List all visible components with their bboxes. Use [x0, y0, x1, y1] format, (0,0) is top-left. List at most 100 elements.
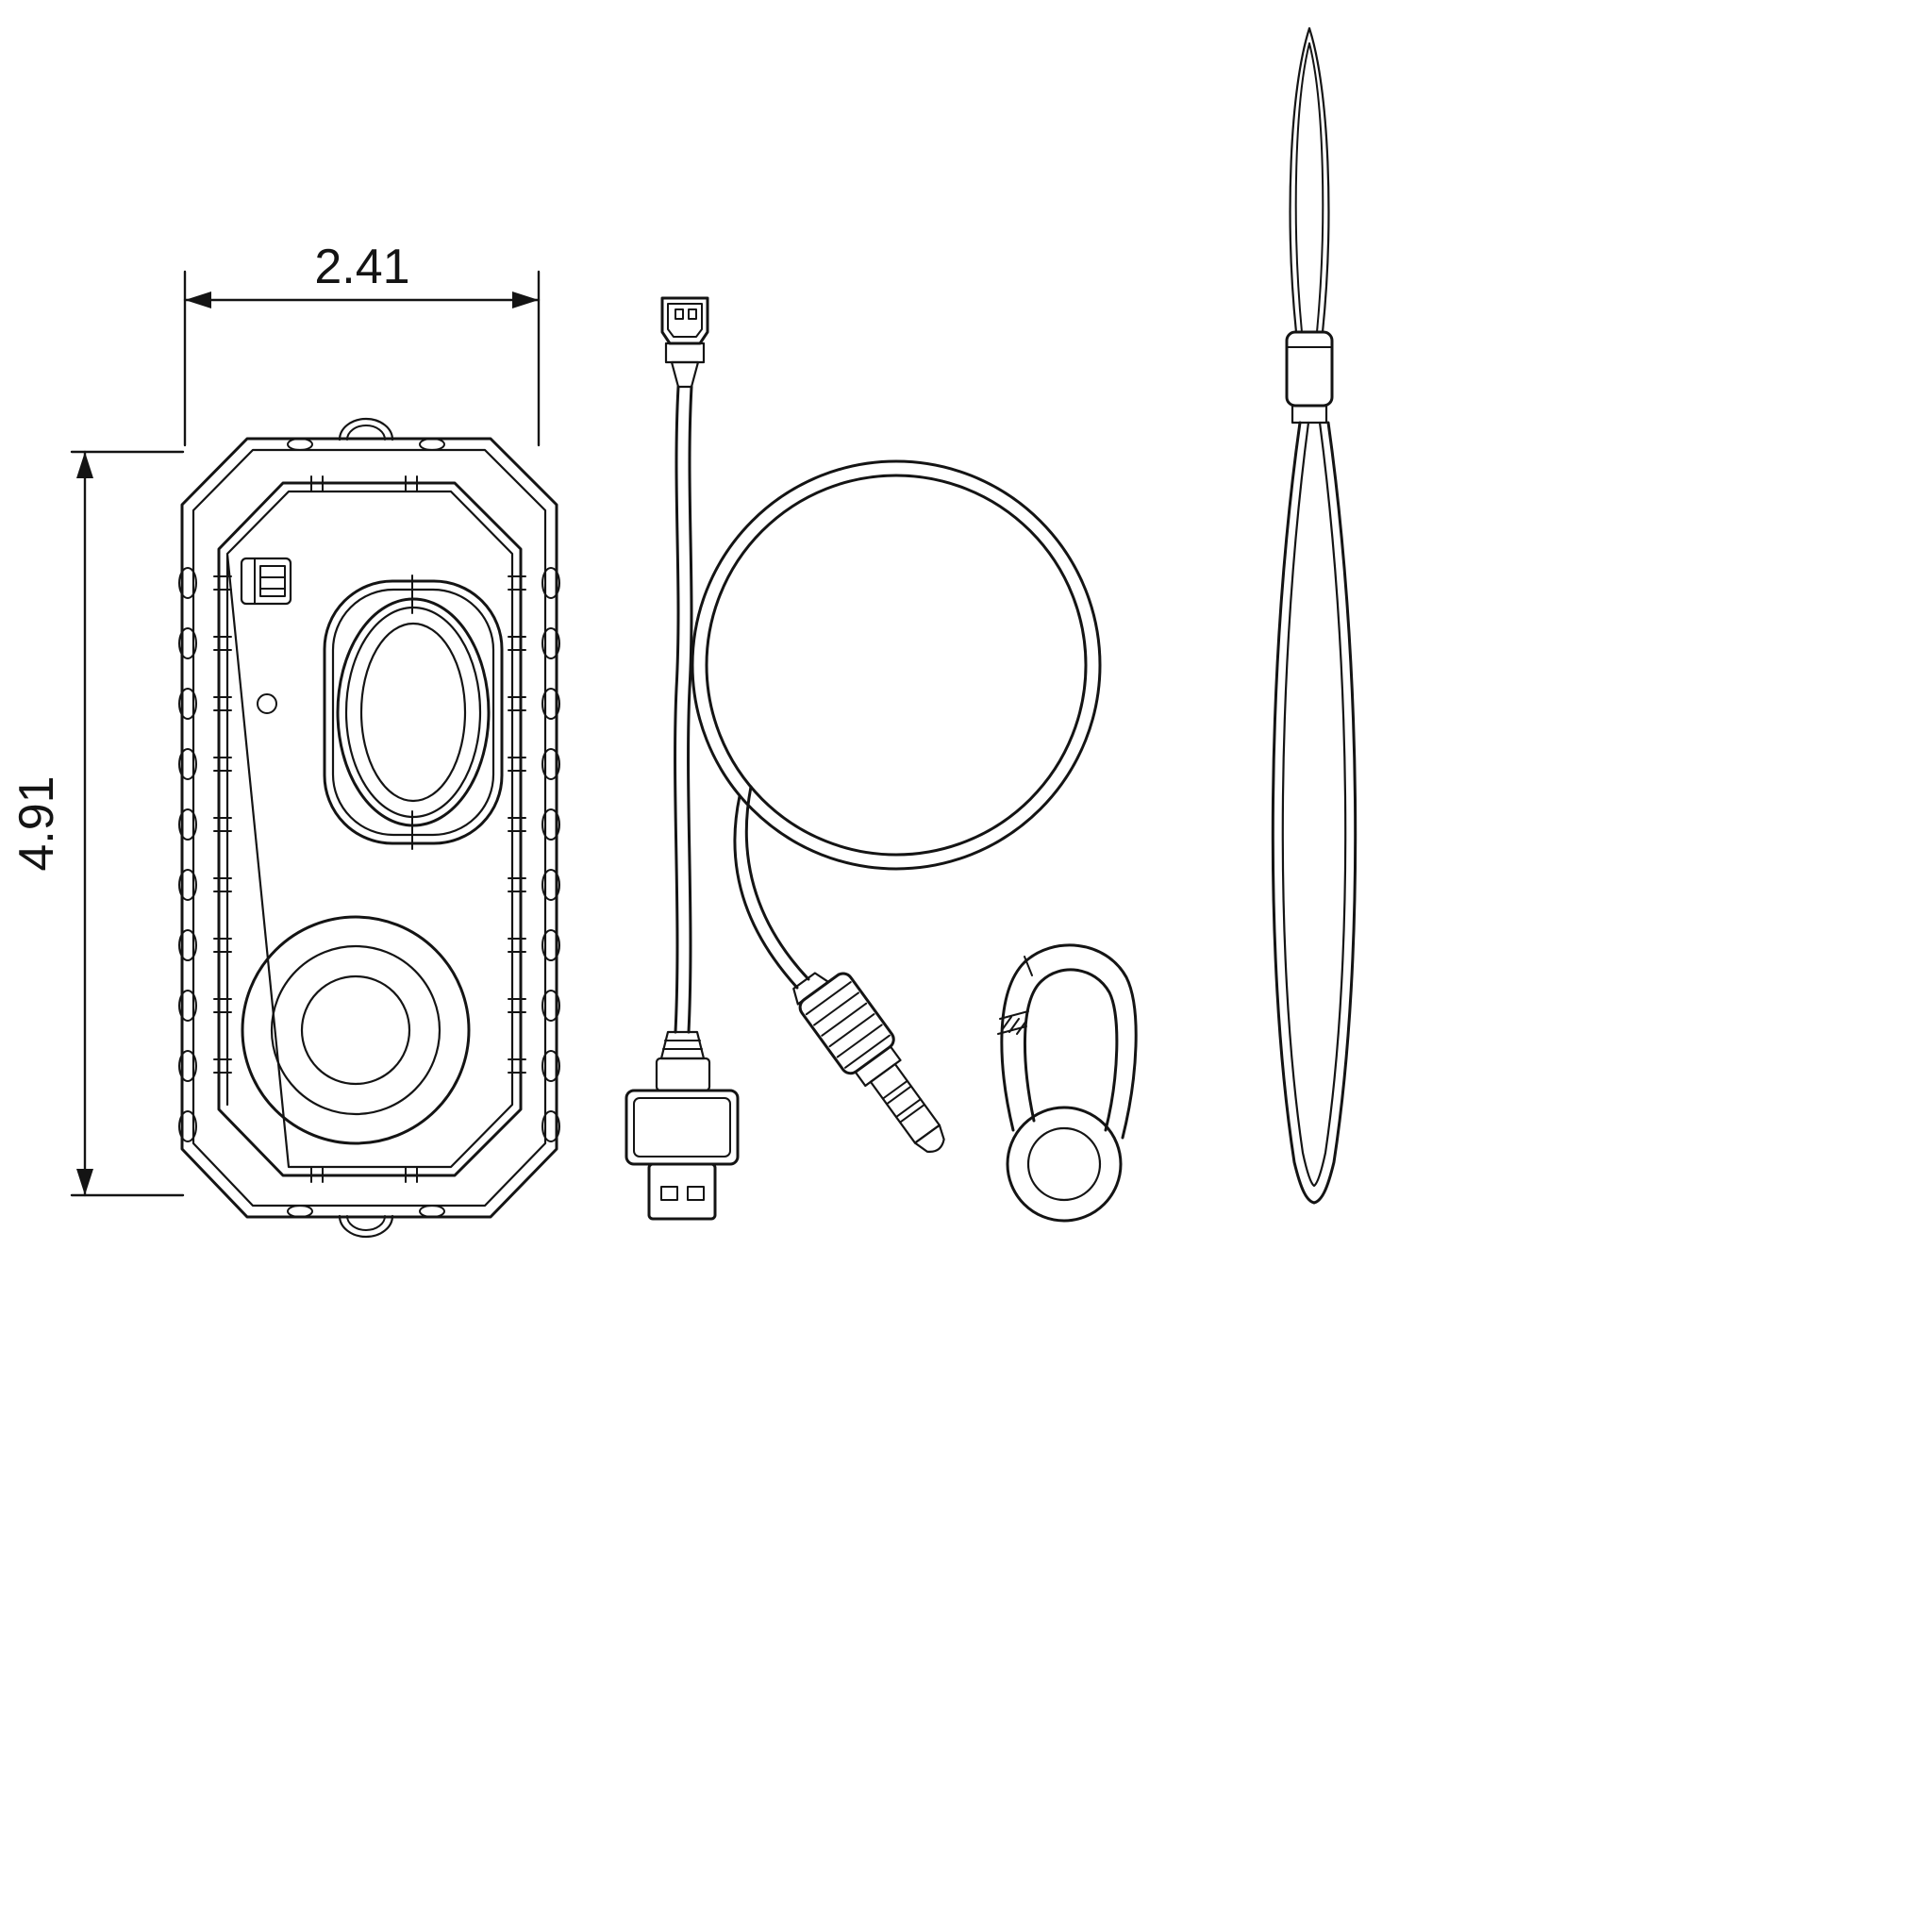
carabiner-outer-contour [1000, 943, 1138, 1140]
indicator-hole [257, 693, 277, 714]
micro-usb-pin [675, 308, 684, 320]
usb-a-strain-relief [659, 1030, 706, 1060]
carabiner-eye-outer [1006, 1106, 1123, 1223]
ferrule-crimp [1291, 404, 1328, 425]
panel-left-ticks [213, 575, 232, 1074]
top-tab-inner [346, 425, 386, 441]
width-dimension-label: 2.41 [314, 240, 409, 294]
usb-a-shield-hole [660, 1186, 678, 1201]
clamp-bump [178, 990, 197, 1022]
micro-usb-collar [664, 341, 706, 364]
clamp-bumps-left [178, 567, 197, 1142]
clamp-bump [178, 808, 197, 841]
usb-a-body [625, 1089, 740, 1166]
carabiner-gate-hatch [1001, 1016, 1027, 1035]
bottom-tab [338, 1214, 394, 1239]
clamp-bump [541, 929, 560, 961]
clamp-bumps-right [541, 567, 560, 1142]
clamp-bump [178, 688, 197, 720]
clamp-bump [541, 567, 560, 599]
usb-a-collar [655, 1057, 711, 1092]
top-loop-inner-right [1308, 42, 1324, 333]
arrowhead-left [185, 291, 211, 308]
edge-oval [287, 1205, 313, 1218]
cord-loop-outer [1271, 421, 1357, 1205]
arrowhead-bottom [76, 1169, 93, 1195]
aux-shaft-grooves [881, 1079, 925, 1124]
carabiner-inner-contour [1023, 968, 1119, 1132]
lanyard-cord-loop [1271, 421, 1357, 1205]
lanyard-ferrule [1285, 330, 1334, 425]
edge-oval [287, 438, 313, 451]
latch-ribs [259, 576, 286, 590]
cord-loop-inner [1281, 421, 1347, 1188]
micro-usb-strain-relief [670, 360, 700, 389]
edge-oval [419, 1205, 445, 1218]
height-dimension-label: 4.91 [9, 775, 64, 871]
clamp-bump [541, 688, 560, 720]
coil-exit-right-edge [744, 785, 810, 981]
aux-barrel-ribs [805, 981, 891, 1069]
carabiner-hinge-notch [1024, 956, 1033, 976]
grille-mid [270, 944, 441, 1116]
clamp-bump [178, 929, 197, 961]
arrowhead-right [512, 291, 539, 308]
bottom-tab-inner [346, 1215, 386, 1231]
grille-inner [300, 974, 411, 1086]
usb-a-strain-ribs [662, 1040, 703, 1050]
window-oval-mid [344, 606, 482, 819]
clamp-bump [541, 1110, 560, 1142]
clamp-bump [178, 567, 197, 599]
edge-oval [419, 438, 445, 451]
clamp-bump [541, 990, 560, 1022]
ferrule-body [1285, 330, 1334, 408]
usb-aux-cable [625, 296, 1102, 1221]
clamp-bump [178, 627, 197, 659]
usb-a-shield-hole [687, 1186, 705, 1201]
top-tab [338, 417, 394, 441]
grille-outer [241, 915, 471, 1145]
cable-wire-left-edge [674, 385, 680, 1034]
micro-usb-connector [660, 296, 709, 389]
clamp-bump [178, 869, 197, 901]
latch-inner [259, 565, 286, 597]
case-panel-outline [217, 481, 523, 1177]
window-oval-inner [359, 622, 467, 803]
clamp-bump [541, 869, 560, 901]
top-loop-outer-left [1289, 26, 1311, 334]
carabiner-eye-inner [1026, 1126, 1102, 1202]
window-frame-inner [331, 588, 495, 837]
cable-coil-outer [691, 459, 1102, 871]
aux-plug [792, 972, 945, 1153]
arrowhead-top [76, 452, 93, 478]
micro-usb-pin [688, 308, 697, 320]
lanyard-strap [1271, 26, 1357, 1205]
panel-top-ticks [310, 475, 418, 492]
panel-right-ticks [508, 575, 526, 1074]
latch-outline [240, 557, 292, 606]
coil-exit-left-edge [733, 794, 799, 990]
dimension-height: 4.91 [9, 450, 185, 1197]
top-loop-outer-right [1307, 26, 1330, 334]
cable-wire-right-edge [687, 385, 693, 1034]
clamp-bump [541, 1050, 560, 1082]
case-outer-outline [180, 437, 558, 1219]
usb-a-shield [647, 1162, 717, 1221]
carabiner-clip [997, 943, 1138, 1223]
cable-coil-inner [705, 474, 1088, 857]
latch-detail [240, 557, 292, 606]
top-loop-inner-left [1294, 42, 1310, 333]
case-outer-outline-inner [192, 448, 547, 1208]
camera-window [323, 575, 504, 850]
clamp-bump [541, 808, 560, 841]
panel-bottom-ticks [310, 1166, 418, 1183]
clamp-bump [541, 627, 560, 659]
lanyard-top-loop [1289, 26, 1330, 334]
speaker-grille [241, 915, 471, 1145]
dimension-width: 2.41 [183, 240, 541, 447]
usb-a-body-inner [633, 1097, 731, 1158]
clamp-bump [178, 748, 197, 780]
window-frame [323, 579, 504, 845]
